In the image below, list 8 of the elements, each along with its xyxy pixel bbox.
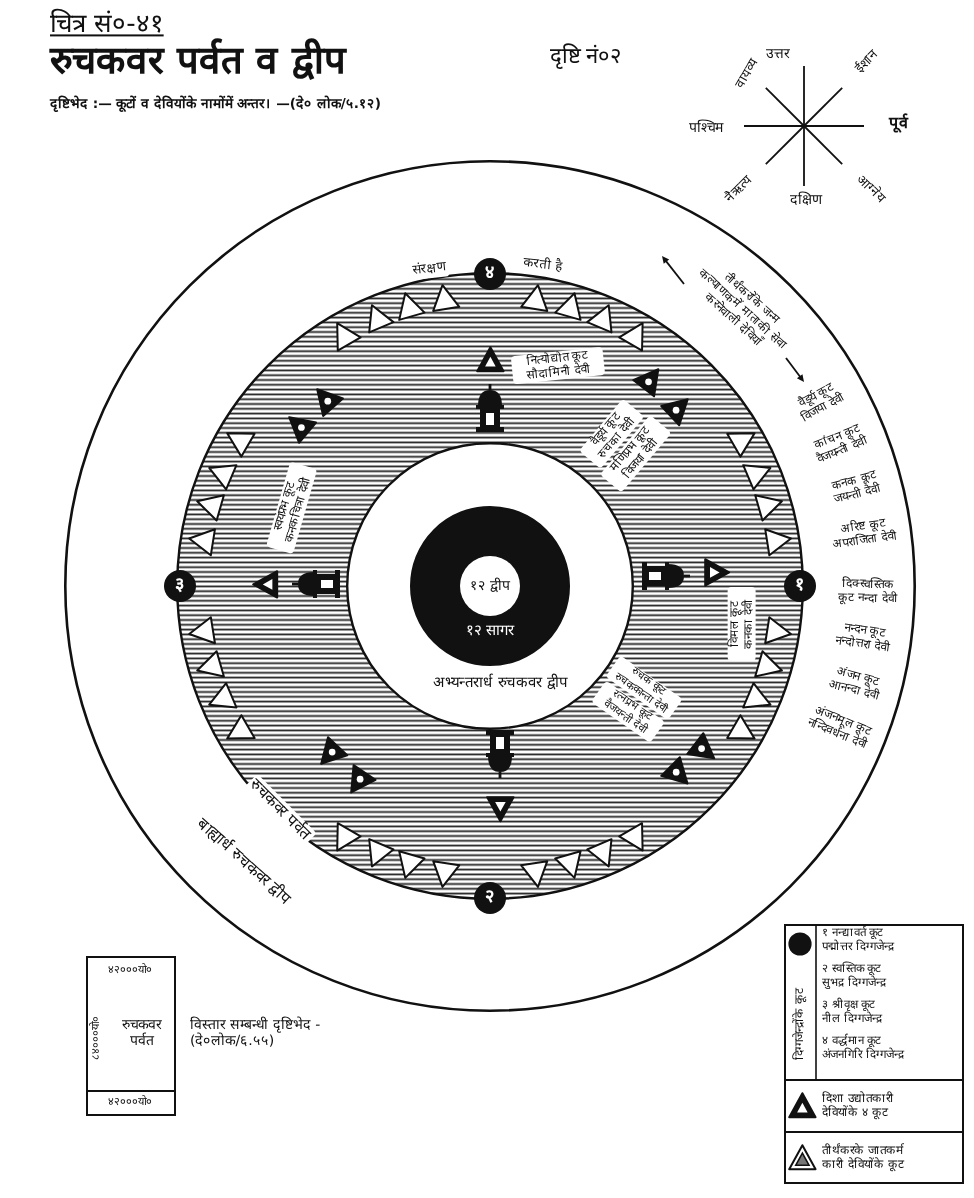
view-label: दृष्टि नं०२ bbox=[549, 42, 623, 70]
center-circle bbox=[460, 556, 520, 616]
outer-ring bbox=[64, 160, 916, 1012]
title: रुचकवर पर्वत व द्वीप bbox=[50, 39, 346, 85]
figure-number: चित्र सं०-४१ bbox=[50, 10, 164, 42]
donut-ring bbox=[410, 506, 570, 666]
direction-label: पूर्व bbox=[889, 114, 907, 134]
section-box bbox=[86, 956, 176, 1116]
